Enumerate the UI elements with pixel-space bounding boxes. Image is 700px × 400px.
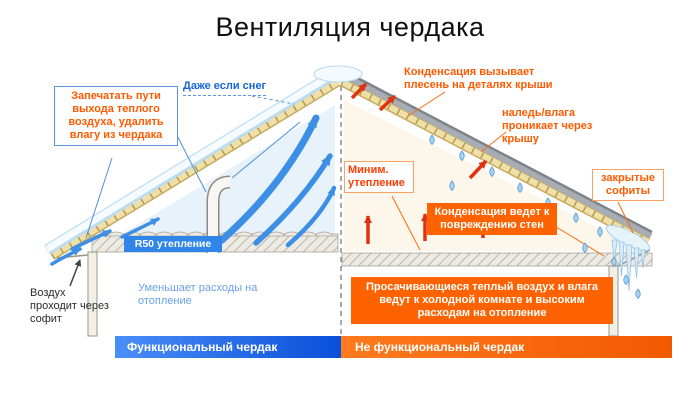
r50-insulation-label: R50 утепление [124,236,222,253]
page-title: Вентиляция чердака [215,12,485,42]
functional-attic-interior [97,105,335,249]
soffit-pointer-arrow-icon [69,259,82,287]
airflow-arrow-icon [120,217,160,239]
roof-right [339,70,653,246]
airflow-arrow-icon [218,114,320,244]
ice-moisture-label: наледь/влага проникает через крышу [502,107,593,145]
airflow-arrow-icon [50,247,82,266]
eave-ice [605,224,651,252]
snow-cap [313,65,363,83]
heat-arrow-icon [468,159,488,180]
icicles-icon [611,239,646,292]
closed-soffits-label: закрытые софиты [592,169,664,201]
vent-pipe [206,175,231,253]
even-if-snow-label: Даже если снег [183,80,267,96]
airflow-arrow-icon [70,229,112,251]
nonfunctional-attic-bar: Не функциональный чердак [341,336,672,358]
water-drop-icon [623,274,629,285]
soffit-air-label: Воздух проходит через софит [30,287,109,325]
water-drop-icon [489,166,495,177]
water-drop-icon [573,212,579,223]
heat-arrow-icon [350,82,368,100]
water-drop-icon [635,288,641,299]
wall-left [87,251,98,337]
water-drop-icon [517,182,523,193]
condensation-mold-label: Конденсация вызывает плесень на деталях … [404,66,553,91]
insulation-right-thin [341,252,653,267]
orange-leader-lines [391,91,634,257]
water-drop-icon [459,150,465,161]
heat-arrow-icon [378,94,397,112]
water-drop-icon [429,134,435,145]
heating-savings-label: Уменьшает расходы на отопление [138,282,258,307]
functional-attic-bar: Функциональный чердак [115,336,341,358]
nonfunctional-attic-interior [344,100,645,251]
warm-air-leak-label: Просачивающиеся теплый воздух и влага ве… [351,277,613,324]
seal-air-paths-label: Запечатать пути выхода теплого воздуха, … [54,86,178,146]
min-insulation-label: Миним. утепление [344,161,414,193]
airflow-arrow-icon [285,185,337,248]
wall-damage-label: Конденсация ведет к повреждению стен [427,203,557,235]
airflow-arrow-icon [253,153,333,246]
airflow-arrows [50,114,337,266]
